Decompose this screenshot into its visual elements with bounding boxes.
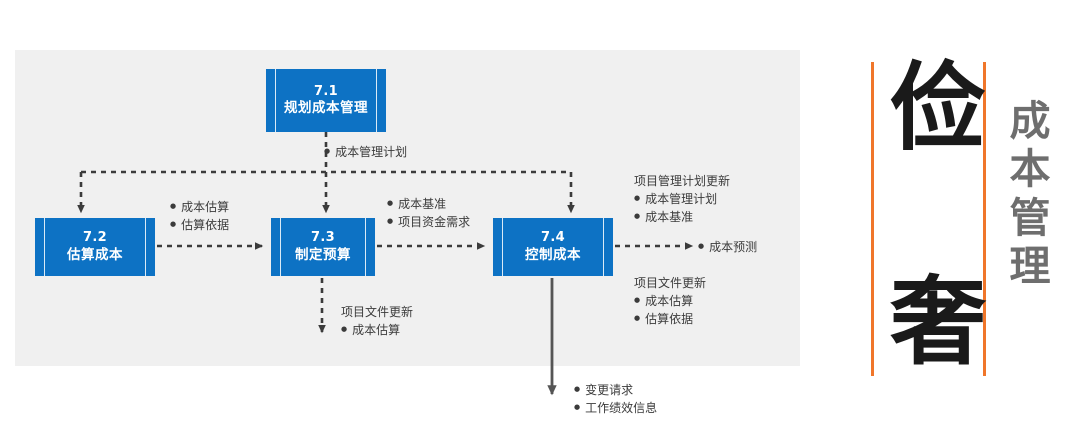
accent-rule-left [871, 62, 874, 376]
subtitle-char: 成 [1009, 97, 1051, 145]
process-number: 7.2 [83, 230, 107, 246]
annotation-header: 项目管理计划更新 [634, 174, 731, 188]
annotation-budget-output: 成本基准 项目资金需求 [387, 195, 470, 231]
annotation-item: 成本管理计划 [324, 143, 407, 161]
annotation-item: 工作绩效信息 [574, 399, 657, 417]
annotation-doc-updates-control: 项目文件更新 成本估算 估算依据 [634, 274, 706, 328]
annotation-item: 估算依据 [170, 216, 229, 234]
process-name: 估算成本 [67, 246, 123, 263]
annotation-item: 项目资金需求 [387, 213, 470, 231]
process-box-7-2[interactable]: 7.2 估算成本 [35, 218, 155, 276]
annotation-plan-output: 成本管理计划 [324, 143, 407, 161]
headline-char-bottom: 奢 [890, 266, 986, 378]
process-number: 7.3 [311, 230, 335, 246]
process-box-7-1[interactable]: 7.1 规划成本管理 [266, 69, 386, 132]
subtitle-vertical: 成 本 管 理 [1000, 97, 1060, 291]
annotation-header: 项目文件更新 [634, 276, 707, 290]
process-name: 制定预算 [295, 246, 351, 263]
annotation-control-outputs: 变更请求 工作绩效信息 [574, 381, 657, 417]
annotation-pm-plan-updates: 项目管理计划更新 成本管理计划 成本基准 [634, 172, 730, 226]
annotation-forecast: 成本预测 [698, 238, 757, 256]
process-number: 7.4 [541, 230, 565, 246]
annotation-item: 变更请求 [574, 381, 657, 399]
annotation-item: 成本预测 [698, 238, 757, 256]
annotation-estimate-output: 成本估算 估算依据 [170, 198, 229, 234]
annotation-header: 项目文件更新 [341, 305, 414, 319]
process-box-7-3[interactable]: 7.3 制定预算 [271, 218, 375, 276]
annotation-item: 成本基准 [634, 208, 730, 226]
process-box-7-4[interactable]: 7.4 控制成本 [493, 218, 613, 276]
process-name: 规划成本管理 [284, 100, 368, 117]
annotation-doc-updates-budget: 项目文件更新 成本估算 [341, 303, 413, 339]
process-number: 7.1 [314, 83, 338, 99]
annotation-item: 估算依据 [634, 310, 706, 328]
annotation-item: 成本估算 [341, 321, 413, 339]
annotation-item: 成本估算 [634, 292, 706, 310]
annotation-item: 成本管理计划 [634, 190, 730, 208]
annotation-item: 成本基准 [387, 195, 470, 213]
subtitle-char: 理 [1009, 242, 1051, 291]
process-name: 控制成本 [525, 246, 581, 263]
annotation-item: 成本估算 [170, 198, 229, 216]
accent-rule-right [983, 62, 986, 376]
headline-char-top: 俭 [890, 52, 986, 164]
subtitle-char: 本 [1009, 145, 1051, 194]
subtitle-char: 管 [1009, 193, 1051, 242]
